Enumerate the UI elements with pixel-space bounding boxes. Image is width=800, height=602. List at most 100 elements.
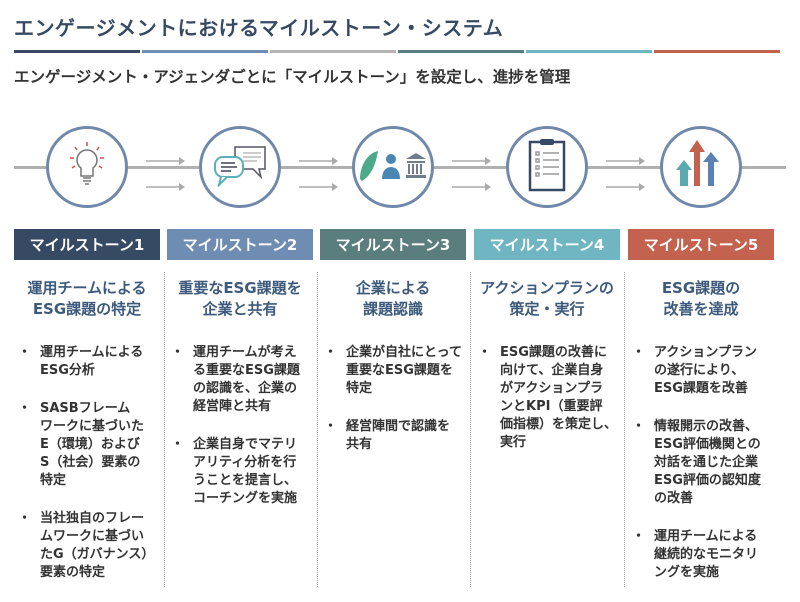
milestone-circle (199, 126, 281, 208)
color-bar (142, 50, 268, 53)
color-bar (654, 50, 780, 53)
bullet-line: の改善 (654, 491, 694, 506)
bullet-line: ワークに基づいた (40, 419, 145, 434)
milestone-heading: アクションプランの策定・実行 (474, 278, 620, 344)
arrow-icon (299, 150, 339, 165)
milestone-circle (352, 126, 434, 208)
bullet-line: ESG分析 (40, 363, 95, 378)
clipboard-icon (527, 137, 567, 197)
milestone-heading: 企業による課題認識 (320, 278, 466, 344)
bullet-item: 運用チームによる ESG分析 (14, 344, 160, 380)
bullet-line: 価指標）を策定し、 (500, 417, 618, 432)
bullet-line: 当社独自のフレー (40, 511, 145, 526)
leaf-person-bank-icon (358, 147, 428, 187)
milestone-label: マイルストーン5 (628, 229, 774, 260)
bullet-line: SASBフレーム (40, 401, 131, 416)
bullet-line: 運用チームが考え (193, 345, 297, 360)
bullet-line: アリティ分析を行 (193, 455, 297, 470)
arrow-icon (606, 150, 646, 165)
color-bar (14, 50, 140, 53)
bullet-line: たG（ガバナンス） (40, 547, 155, 562)
bullet-line: コーチングを実施 (193, 491, 298, 506)
arrow-icon (146, 150, 186, 165)
milestone-heading: ESG課題の改善を達成 (628, 278, 774, 344)
milestone-column: アクションプランの策定・実行ESG課題の改善に向けて、企業自身がアクションプラン… (474, 278, 620, 472)
column-divider (164, 272, 165, 587)
arrow-icon (606, 176, 646, 191)
bullet-line: ングを実施 (654, 565, 720, 580)
bullet-line: ESG課題を改善 (654, 381, 748, 396)
bullet-line: 運用チームによる (40, 345, 144, 360)
column-divider (317, 272, 318, 587)
heading-line: ESG課題の (661, 279, 741, 297)
bullet-line: 要素の特定 (40, 565, 106, 580)
bullet-line: 共有 (346, 437, 373, 452)
heading-line: ESG課題の特定 (32, 300, 142, 318)
milestone-column: 重要なESG課題を企業と共有運用チームが考える重要なESG課題の認識を、企業の経… (167, 278, 313, 528)
bullet-line: S（社会）要素の (40, 455, 141, 470)
bullet-line: 対話を通じた企業 (654, 455, 759, 470)
column-divider (624, 272, 625, 587)
milestone-column: 運用チームによるESG課題の特定運用チームによるESG分析SASBフレームワーク… (14, 278, 160, 602)
heading-line: 改善を達成 (663, 300, 739, 318)
bullet-line: 経営陣と共有 (193, 399, 272, 414)
bullet-line: 情報開示の改善、 (654, 419, 759, 434)
milestone-circle (660, 126, 742, 208)
color-bar (270, 50, 396, 53)
bullet-line: 継続的なモニタリ (654, 547, 759, 562)
heading-line: 課題認識 (362, 300, 423, 318)
heading-line: アクションプランの (480, 279, 614, 297)
page-subtitle: エンゲージメント・アジェンダごとに「マイルストーン」を設定し、進捗を管理 (14, 68, 571, 86)
milestone-label: マイルストーン1 (14, 229, 160, 260)
heading-line: 企業と共有 (202, 300, 278, 318)
bullet-line: 運用チームによる (654, 529, 758, 544)
milestone-circle (46, 126, 128, 208)
column-divider (470, 272, 471, 587)
lightbulb-icon (67, 140, 107, 194)
chat-bubbles-icon (213, 143, 267, 191)
bullet-line: アクションプラン (654, 345, 757, 360)
arrow-icon (452, 150, 492, 165)
heading-line: 企業による (355, 279, 431, 297)
bullet-line: ンとKPI（重要評 (500, 399, 603, 414)
bullet-line: の認識を、企業の (193, 381, 298, 396)
arrow-icon (146, 176, 186, 191)
bullet-line: がアクションプラ (500, 381, 603, 396)
bullet-line: 実行 (500, 435, 527, 450)
growth-arrows-icon (676, 140, 726, 194)
bullet-line: 企業が自社にとって (346, 345, 462, 360)
milestone-column: 企業による課題認識企業が自社にとって重要なESG課題を特定経営陣間で認識を共有 (320, 278, 466, 474)
milestone-heading: 運用チームによる ESG課題の特定 (14, 278, 160, 344)
bullet-line: ESG評価機関との (654, 437, 761, 452)
milestone-heading: 重要なESG課題を企業と共有 (167, 278, 313, 344)
milestone-label: マイルストーン3 (320, 229, 466, 260)
bullet-item: ESG課題の改善に向けて、企業自身がアクションプランとKPI（重要評価指標）を策… (474, 344, 620, 452)
bullet-line: 向けて、企業自身 (500, 363, 604, 378)
color-bar (398, 50, 524, 53)
bullet-line: ムワークに基づい (40, 529, 145, 544)
arrow-icon (299, 176, 339, 191)
bullet-line: 経営陣間で認識を (346, 419, 451, 434)
bullet-line: ESG評価の認知度 (654, 473, 761, 488)
page-title: エンゲージメントにおけるマイルストーン・システム (14, 16, 504, 40)
milestone-label: マイルストーン4 (474, 229, 620, 260)
bullet-line: うことを提言し、 (193, 473, 298, 488)
milestone-label: マイルストーン2 (167, 229, 313, 260)
heading-line: 重要なESG課題を (178, 279, 302, 297)
arrow-icon (452, 176, 492, 191)
bullet-line: 特定 (40, 473, 67, 488)
milestone-circle (506, 126, 588, 208)
bullet-line: の遂行により、 (654, 363, 745, 378)
color-bar (526, 50, 652, 53)
bullet-line: 企業自身でマテリ (193, 437, 298, 452)
heading-line: 運用チームによる (27, 279, 147, 297)
milestone-column: ESG課題の改善を達成アクションプランの遂行により、ESG課題を改善情報開示の改… (628, 278, 774, 602)
